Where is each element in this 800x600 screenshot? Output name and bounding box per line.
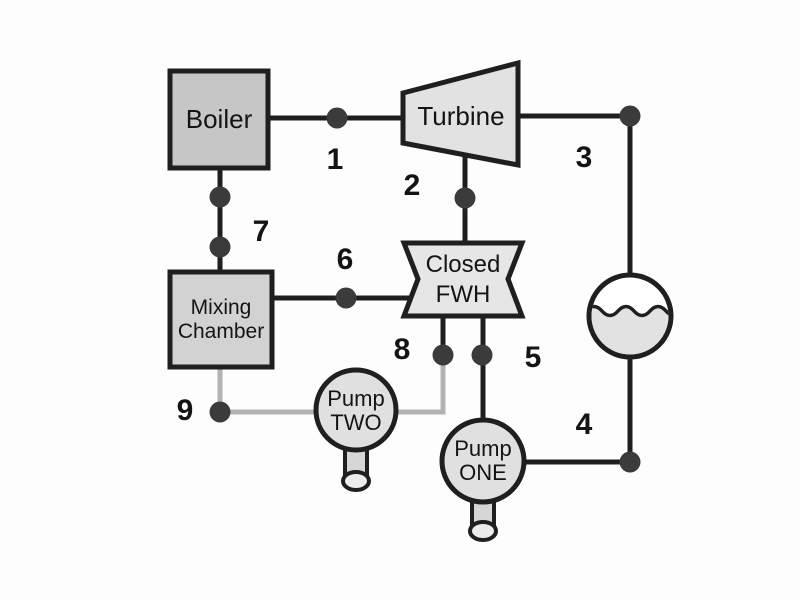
pump-two-spout bbox=[341, 442, 371, 492]
junction-node bbox=[209, 186, 231, 208]
state-label-3: 3 bbox=[576, 141, 593, 174]
water-level-icon bbox=[591, 304, 669, 318]
state-label-9: 9 bbox=[177, 394, 194, 427]
state-node-3 bbox=[619, 105, 641, 127]
state-label-4: 4 bbox=[576, 408, 593, 441]
condenser-block bbox=[586, 272, 674, 360]
state-label-2: 2 bbox=[404, 169, 421, 202]
turbine-label: Turbine bbox=[417, 101, 504, 131]
pump-two-block bbox=[313, 367, 399, 453]
closed-fwh-label-line1: Closed bbox=[426, 251, 501, 278]
state-node-4 bbox=[619, 451, 641, 473]
flow-line-pump-two-to-fwh bbox=[396, 354, 446, 415]
state-label-1: 1 bbox=[327, 143, 344, 176]
boiler-block bbox=[167, 68, 271, 171]
turbine-block bbox=[400, 59, 521, 169]
pump-two-label-line2: TWO bbox=[330, 410, 381, 435]
state-node-6 bbox=[335, 287, 357, 309]
pump-one-label-line1: Pump bbox=[454, 436, 511, 461]
mixing-chamber-label-line2: Chamber bbox=[178, 320, 264, 343]
boiler-label: Boiler bbox=[186, 104, 253, 134]
closed-fwh-block bbox=[400, 240, 526, 319]
state-label-5: 5 bbox=[525, 341, 542, 374]
pump-two-label-line1: Pump bbox=[327, 386, 384, 411]
state-node-9 bbox=[209, 401, 231, 423]
state-node-1 bbox=[326, 107, 348, 129]
state-node-7 bbox=[209, 236, 231, 258]
state-label-6: 6 bbox=[337, 243, 354, 276]
mixing-chamber-block bbox=[167, 269, 275, 370]
state-label-7: 7 bbox=[253, 215, 270, 248]
pump-one-block bbox=[439, 417, 527, 505]
state-label-8: 8 bbox=[394, 333, 411, 366]
mixing-chamber-label-line1: Mixing bbox=[191, 296, 252, 319]
pump-one-label-line2: ONE bbox=[459, 460, 507, 485]
closed-fwh-label-line2: FWH bbox=[436, 281, 491, 308]
state-node-8 bbox=[432, 344, 454, 366]
state-node-2 bbox=[454, 187, 476, 209]
state-node-5 bbox=[471, 344, 493, 366]
